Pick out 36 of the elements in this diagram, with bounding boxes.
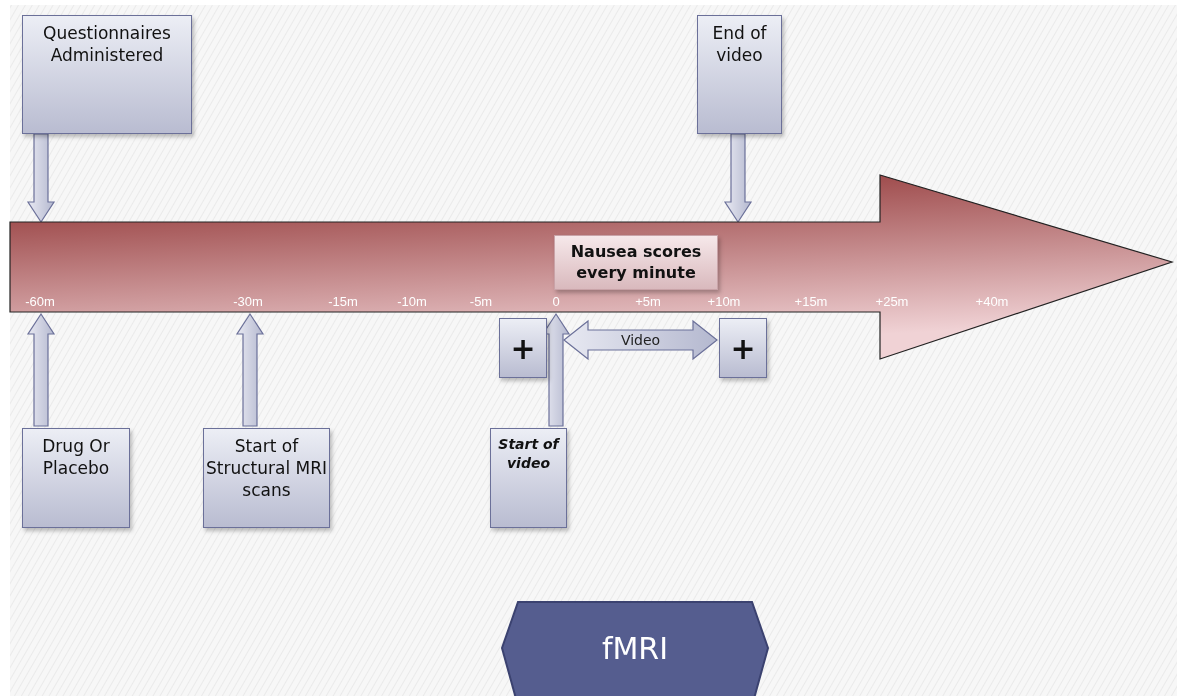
event-box (697, 15, 782, 134)
event-box (203, 428, 330, 528)
annotation-box (554, 235, 718, 290)
block-arrow (563, 319, 718, 361)
time-label: +40m (975, 294, 1009, 309)
time-label: +25m (875, 294, 909, 309)
time-label: +10m (707, 294, 741, 309)
time-label: -5m (469, 294, 493, 309)
block-arrow (235, 312, 265, 427)
fixation-cross-box (499, 318, 547, 378)
block-arrow (26, 133, 56, 224)
node-label: + (730, 329, 756, 368)
edge-label: Video (620, 331, 661, 349)
hexagon-banner (500, 600, 770, 696)
node-label: Start of video (497, 435, 561, 473)
node-label: Drug Or Placebo (41, 435, 111, 480)
node-label: fMRI (601, 630, 669, 666)
block-arrow (723, 133, 753, 224)
time-label: -30m (233, 294, 263, 309)
time-label: -10m (397, 294, 427, 309)
node-label: End of video (711, 22, 768, 67)
fixation-cross-box (719, 318, 767, 378)
time-label: +15m (794, 294, 828, 309)
time-label: -15m (328, 294, 358, 309)
time-label: 0 (552, 294, 560, 309)
node-label: Questionnaires Administered (42, 22, 172, 67)
timeline-arrow (10, 175, 1174, 359)
node-label: + (510, 329, 536, 368)
event-box (22, 15, 192, 134)
time-label: +5m (635, 294, 661, 309)
block-arrow (26, 312, 56, 427)
node-label: Start of Structural MRI scans (204, 435, 328, 502)
event-box (490, 428, 567, 528)
node-label: Nausea scores every minute (569, 241, 703, 284)
event-box (22, 428, 130, 528)
time-label: -60m (25, 294, 55, 309)
